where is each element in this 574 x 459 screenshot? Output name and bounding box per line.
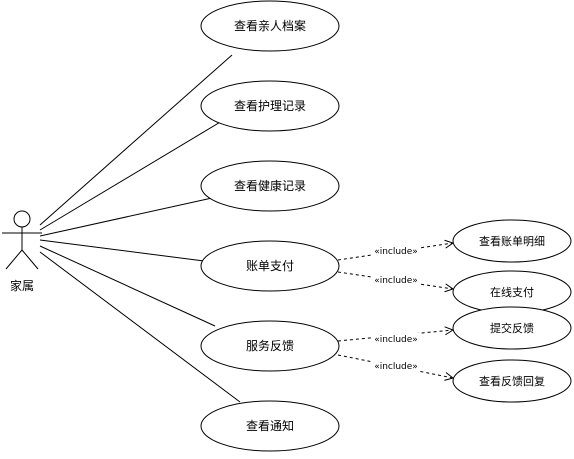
use-case-ellipse xyxy=(200,160,340,212)
use-case-label: 账单支付 xyxy=(246,259,294,273)
included-use-case-inc1: 查看账单明细 xyxy=(452,219,572,263)
include-arrow-inc3 xyxy=(337,330,453,342)
use-case-uc1: 查看亲人档案 xyxy=(200,0,340,52)
use-case-uc2: 查看护理记录 xyxy=(200,80,340,132)
use-case-label: 查看反馈回复 xyxy=(479,374,545,388)
include-label-inc2: «include» xyxy=(374,276,418,286)
use-case-uc6: 查看通知 xyxy=(200,400,340,452)
actor-leg-right xyxy=(21,249,39,270)
association-uc1 xyxy=(39,54,233,226)
included-use-case-inc4: 查看反馈回复 xyxy=(452,359,572,403)
use-case-label: 查看亲人档案 xyxy=(234,18,306,33)
included-use-case-inc3: 提交反馈 xyxy=(452,306,572,350)
use-case-label: 查看健康记录 xyxy=(234,178,306,193)
use-case-label: 查看护理记录 xyxy=(234,99,306,113)
actor-label: 家属 xyxy=(10,278,34,293)
actor-head xyxy=(13,210,31,228)
use-case-ellipse xyxy=(200,80,340,132)
association-uc4 xyxy=(39,239,205,262)
use-case-ellipse xyxy=(452,306,572,350)
use-case-ellipse xyxy=(200,320,340,372)
use-case-ellipse xyxy=(452,219,572,263)
include-arrow-inc2 xyxy=(337,271,453,289)
include-label-inc3: «include» xyxy=(374,335,418,345)
use-case-uc3: 查看健康记录 xyxy=(200,160,340,212)
use-case-ellipse xyxy=(452,359,572,403)
use-case-label: 在线支付 xyxy=(490,285,534,299)
include-label-inc4: «include» xyxy=(374,362,418,372)
association-uc5 xyxy=(39,245,216,327)
use-case-ellipse xyxy=(200,240,340,292)
use-case-ellipse xyxy=(200,0,340,52)
association-uc6 xyxy=(39,251,241,403)
use-case-uc5: 服务反馈 xyxy=(200,320,340,372)
association-lines xyxy=(39,54,241,403)
use-case-ellipse xyxy=(200,400,340,452)
use-case-label: 服务反馈 xyxy=(246,338,294,353)
actor-leg-left xyxy=(5,249,23,270)
actor-figure xyxy=(2,210,42,270)
use-case-label: 查看通知 xyxy=(246,419,294,433)
include-labels: «include» «include» «include» «include» xyxy=(373,245,419,372)
use-case-label: 查看账单明细 xyxy=(479,234,545,248)
association-uc3 xyxy=(39,197,213,237)
use-case-label: 提交反馈 xyxy=(490,321,534,335)
include-dependencies xyxy=(337,243,453,378)
include-arrow-inc4 xyxy=(337,354,453,378)
include-label-inc1: «include» xyxy=(374,247,418,257)
association-uc2 xyxy=(39,120,223,231)
include-arrow-inc1 xyxy=(337,243,453,261)
use-case-uc4: 账单支付 xyxy=(200,240,340,292)
